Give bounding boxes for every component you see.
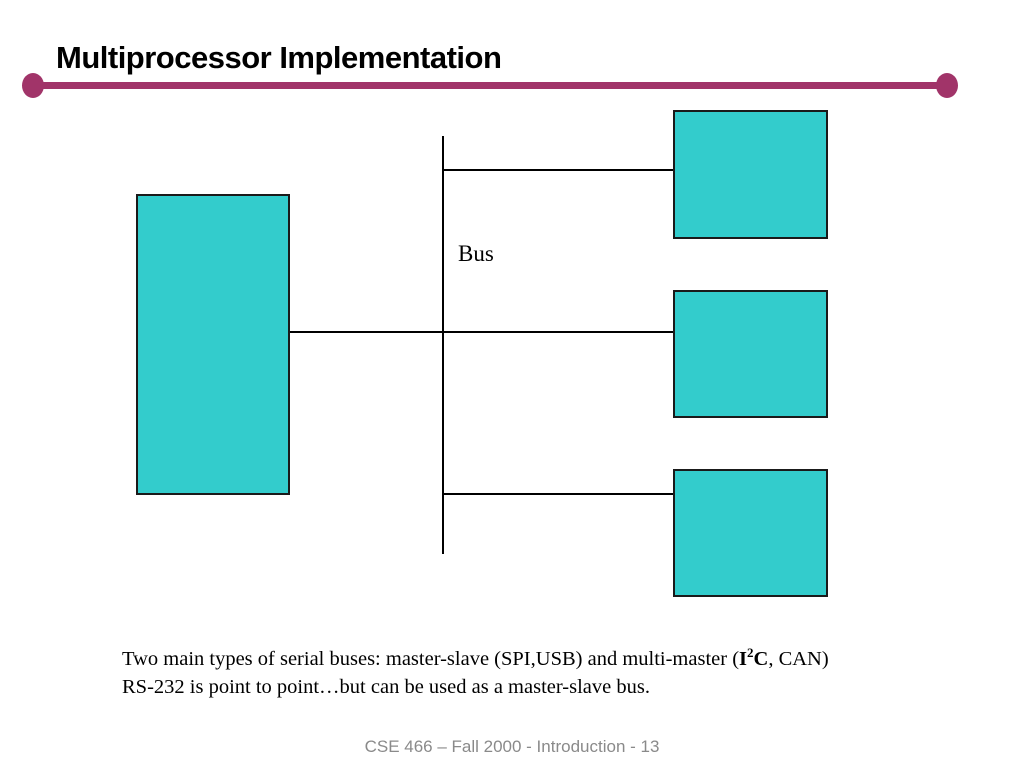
body-line-1: Two main types of serial buses: master-s…	[122, 645, 932, 673]
bus-vertical-line	[442, 136, 444, 554]
connector-middle	[289, 331, 673, 333]
title-accent-rule	[33, 82, 948, 89]
slave-block-2	[673, 290, 828, 418]
body-line-1-bold: I2C	[739, 645, 769, 670]
body-line-2: RS-232 is point to point…but can be used…	[122, 676, 650, 698]
bus-label: Bus	[458, 241, 494, 266]
connector-bottom	[443, 493, 673, 495]
connector-top	[443, 169, 673, 171]
rule-endcap-left	[22, 73, 44, 98]
slide-title: Multiprocessor Implementation	[56, 40, 502, 75]
body-line-1-bold-end: C	[753, 648, 769, 670]
slave-block-3	[673, 469, 828, 597]
body-line-1-bold-base: I	[739, 648, 748, 670]
body-line-1-bold-sup: 2	[747, 645, 754, 661]
slave-block-1	[673, 110, 828, 239]
master-block	[136, 194, 290, 495]
rule-endcap-right	[936, 73, 958, 98]
body-text: Two main types of serial buses: master-s…	[122, 645, 932, 701]
slide-footer: CSE 466 – Fall 2000 - Introduction - 13	[364, 737, 660, 756]
body-line-1-pre: Two main types of serial buses: master-s…	[122, 648, 740, 670]
body-line-1-post: , CAN)	[768, 648, 829, 670]
